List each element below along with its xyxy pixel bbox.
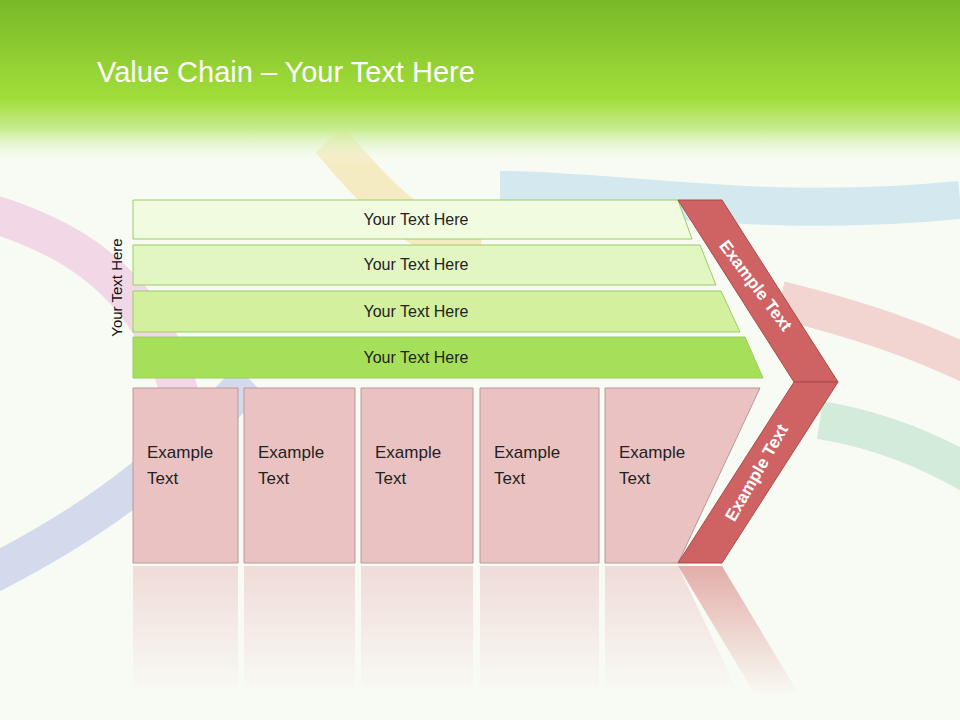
node-text: Your Text Here: [364, 349, 469, 367]
chevron-label: Example Text: [721, 421, 792, 525]
activity-box: Example Text: [361, 388, 473, 563]
node-text: Your Text Here: [364, 256, 469, 274]
node-text: Your Text Here: [364, 303, 469, 321]
reflection: [133, 566, 800, 696]
node-text: Your Text Here: [364, 211, 469, 229]
activity-band: Your Text Here: [133, 291, 740, 332]
node-text: Example Text: [494, 440, 566, 492]
margin-chevron: Example Text: [678, 382, 838, 563]
node-text: Example Text: [147, 440, 219, 492]
activity-box: Example Text: [244, 388, 355, 563]
node-text: Example Text: [619, 440, 691, 492]
node-text: Example Text: [375, 440, 447, 492]
swoosh: [0, 140, 960, 580]
activity-box: Example Text: [480, 388, 599, 563]
slide-title: Value Chain – Your Text Here: [97, 56, 475, 89]
node-text: Example Text: [258, 440, 330, 492]
activity-band: Your Text Here: [133, 245, 716, 285]
activity-band: Your Text Here: [133, 200, 692, 239]
activity-band: Your Text Here: [133, 337, 763, 378]
header-band: [0, 0, 960, 165]
activity-box: Example Text: [133, 388, 238, 563]
margin-chevron: Example Text: [678, 200, 838, 382]
axis-label: Your Text Here: [108, 238, 125, 336]
